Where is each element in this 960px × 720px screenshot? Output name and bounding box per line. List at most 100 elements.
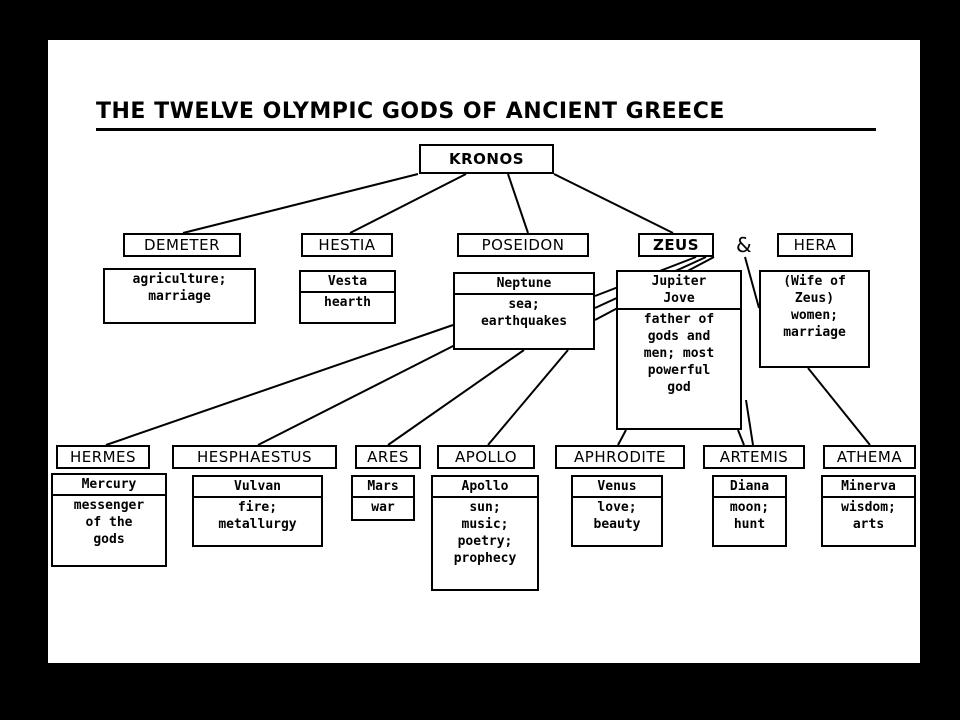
node-hera: HERA [777,233,853,257]
diagram-title: THE TWELVE OLYMPIC GODS OF ANCIENT GREEC… [96,98,876,131]
node-poseidon: POSEIDON [457,233,589,257]
info-box-apollo: Apollo sun; music; poetry; prophecy [431,475,539,591]
info-box-demeter: agriculture; marriage [103,268,256,324]
info-line: poetry; [457,534,513,549]
info-section: Vesta [301,272,394,291]
diagram-canvas: THE TWELVE OLYMPIC GODS OF ANCIENT GREEC… [48,40,920,663]
info-line: metallurgy [218,517,297,532]
info-section: Apollo [433,477,537,496]
info-line: gods [93,532,125,547]
info-line: powerful [647,363,711,378]
info-section: Mars [353,477,413,496]
info-line: fire; [237,500,278,515]
info-box-athema: Minerva wisdom; arts [821,475,916,547]
info-box-ares: Mars war [351,475,415,521]
info-line: gods and [647,329,711,344]
info-section: Diana [714,477,785,496]
info-line: arts [852,517,885,532]
info-section: Neptune [455,274,593,293]
info-line: marriage [148,289,211,304]
info-box-hermes: Mercury messenger of the gods [51,473,167,567]
info-line: sea; [508,297,540,312]
node-artemis: ARTEMIS [703,445,805,469]
connector-poseidon-hesph [257,341,462,446]
info-section: war [353,496,413,517]
info-line: hunt [733,517,766,532]
connector-zeus-artemis [745,399,754,446]
info-line: Mercury [81,477,137,492]
info-line: Venus [597,479,637,494]
info-line: Vesta [327,274,368,289]
info-line: marriage [783,325,846,340]
info-line: Diana [729,479,770,494]
node-athema: ATHEMA [823,445,916,469]
info-line: love; [597,500,637,515]
info-section: sun; music; poetry; prophecy [433,496,537,568]
connector-kronos-hestia [349,173,467,234]
info-section: messenger of the gods [53,494,165,549]
info-line: Mars [367,479,399,494]
info-line: women; [791,308,838,323]
connector-poseidon-ares [387,349,525,446]
node-hestia: HESTIA [301,233,393,257]
node-demeter: DEMETER [123,233,241,257]
node-ares: ARES [355,445,421,469]
info-section: sea; earthquakes [455,293,593,331]
connector-kronos-poseidon [507,173,529,234]
info-box-poseidon: Neptune sea; earthquakes [453,272,595,350]
node-zeus: ZEUS [638,233,714,257]
info-section: Minerva [823,477,914,496]
connector-zeus-aphrodite [617,429,627,446]
info-section: father of gods and men; most powerful god [618,308,740,397]
info-line: Jove [663,291,695,306]
connector-hera-zeus [744,256,760,309]
node-hesphaestus: HESPHAESTUS [172,445,337,469]
ampersand-label: & [736,233,752,257]
info-line: (Wife of [783,274,846,289]
node-aphrodite: APHRODITE [555,445,685,469]
connector-poseidon-hermes [105,324,454,446]
info-line: father of [643,312,715,327]
info-line: earthquakes [480,314,568,329]
info-box-aphrodite: Venus love; beauty [571,475,663,547]
info-section: wisdom; arts [823,496,914,534]
connector-poseidon-apollo [487,349,569,446]
connector-hera-athema [807,367,871,446]
connector-kronos-zeus [553,173,674,234]
info-line: Neptune [496,276,552,291]
info-line: Minerva [841,479,896,494]
info-box-artemis: Diana moon; hunt [712,475,787,547]
info-section: fire; metallurgy [194,496,321,534]
info-line: wisdom; [841,500,896,515]
info-line: hearth [324,295,371,310]
info-line: prophecy [453,551,517,566]
info-section: love; beauty [573,496,661,534]
node-hermes: HERMES [56,445,150,469]
info-line: Jupiter [651,274,707,289]
info-line: war [371,500,395,515]
info-line: of the [85,515,133,530]
info-line: moon; [729,500,770,515]
info-line: beauty [593,517,641,532]
info-line: god [667,380,691,395]
info-line: Apollo [461,479,509,494]
info-line: agriculture; [132,272,227,287]
info-line: sun; [469,500,501,515]
info-line: messenger [73,498,145,513]
connector-zeus-artemis-2 [737,429,745,446]
info-section: hearth [301,291,394,312]
connector-kronos-demeter [182,173,419,234]
info-box-hestia: Vesta hearth [299,270,396,324]
info-line: men; most [643,346,715,361]
info-section: Mercury [53,475,165,494]
info-line: music; [461,517,509,532]
info-line: Vulvan [234,479,281,494]
info-section: Vulvan [194,477,321,496]
info-box-hesphaestus: Vulvan fire; metallurgy [192,475,323,547]
node-kronos: KRONOS [419,144,554,174]
node-apollo: APOLLO [437,445,535,469]
info-section: Venus [573,477,661,496]
